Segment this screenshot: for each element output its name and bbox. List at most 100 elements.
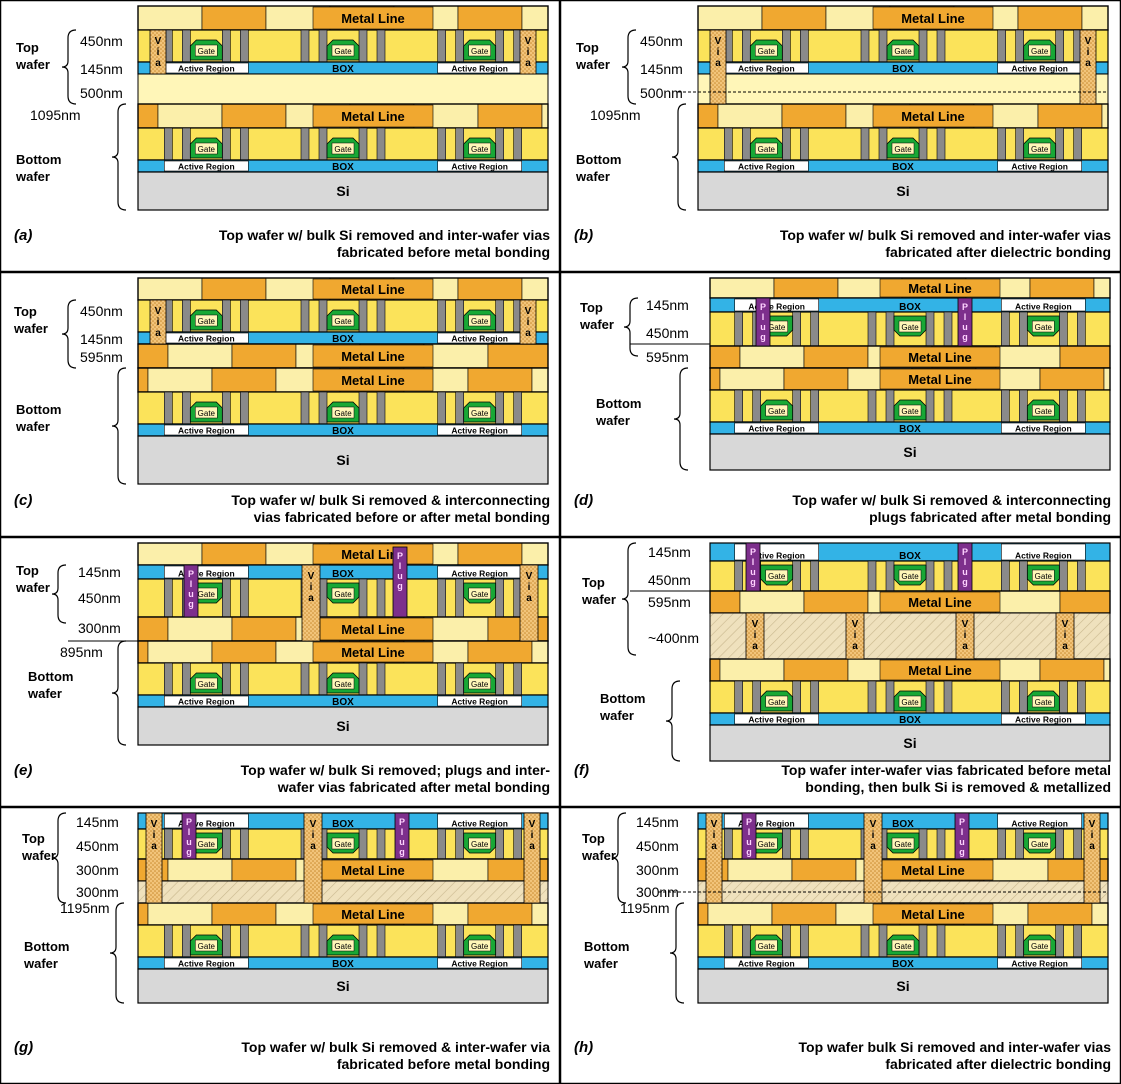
gate-label-bg bbox=[195, 314, 218, 327]
si-label: Si bbox=[903, 444, 916, 460]
contact-post bbox=[800, 924, 809, 958]
via-letter: a bbox=[962, 641, 968, 652]
caption-line1: Top wafer w/ bulk Si removed & interconn… bbox=[792, 492, 1111, 508]
contact-post bbox=[724, 924, 733, 958]
contact-post bbox=[376, 924, 386, 958]
metal-line-label: Metal Line bbox=[908, 595, 972, 610]
metal-segment bbox=[719, 658, 785, 682]
contact-post bbox=[358, 578, 368, 618]
gate-label: Gate bbox=[198, 840, 216, 849]
gate-label-bg bbox=[755, 44, 778, 57]
contact-post bbox=[810, 680, 819, 714]
contact-post bbox=[734, 560, 743, 592]
contact-post bbox=[724, 127, 733, 161]
via-fill bbox=[145, 812, 163, 904]
metal-segment bbox=[1081, 5, 1109, 31]
contact-post bbox=[878, 924, 888, 958]
via-column: Via bbox=[705, 812, 723, 904]
active-region-label: Active Region bbox=[1015, 424, 1072, 434]
gate-label: Gate bbox=[198, 145, 216, 154]
plug-fill bbox=[183, 564, 199, 618]
contact-post bbox=[1059, 311, 1068, 347]
metal-line-layer: Metal Line bbox=[709, 658, 1111, 682]
metal-segment bbox=[211, 902, 277, 926]
box-label: BOX bbox=[899, 551, 921, 562]
contact-post bbox=[495, 299, 504, 333]
brace bbox=[669, 902, 685, 1004]
metal-segment bbox=[423, 858, 489, 882]
caption-line2: fabricated after dielectric bonding bbox=[885, 1056, 1111, 1072]
via-column: Via bbox=[1079, 29, 1097, 105]
metal-line-box bbox=[879, 346, 1001, 368]
gate-label-bg bbox=[1032, 695, 1055, 708]
metal-segment bbox=[457, 5, 523, 31]
gate-label: Gate bbox=[334, 590, 352, 599]
dimension-label: ~400nm bbox=[648, 630, 699, 646]
via-letter: V bbox=[308, 571, 315, 582]
gate-label: Gate bbox=[758, 47, 776, 56]
gate-label: Gate bbox=[758, 145, 776, 154]
oxide-layer bbox=[697, 73, 1109, 105]
gate-label-bg bbox=[331, 939, 355, 952]
metal-segment bbox=[709, 658, 721, 682]
bottom-wafer-label-line2: wafer bbox=[15, 419, 50, 434]
dimension-label: 450nm bbox=[80, 303, 123, 319]
gate-label: Gate bbox=[768, 698, 786, 707]
metal-line-layer: Metal Line bbox=[709, 367, 1111, 391]
brace bbox=[611, 812, 627, 904]
metal-line-label: Metal Line bbox=[341, 863, 405, 878]
metal-line-layer: Metal Line bbox=[137, 343, 549, 369]
bottom-wafer-label-line1: Bottom bbox=[584, 939, 630, 954]
plug-letter: P bbox=[188, 569, 194, 579]
panel-letter: (a) bbox=[14, 227, 32, 244]
metal-line-label: Metal Line bbox=[901, 11, 965, 26]
contact-post bbox=[1055, 127, 1064, 161]
brace bbox=[111, 103, 127, 211]
metal-segment bbox=[707, 902, 773, 926]
metal-line-box bbox=[879, 278, 1001, 298]
caption-line2: bonding, then bulk Si is removed & metal… bbox=[805, 779, 1111, 795]
via-column: Via bbox=[519, 29, 537, 75]
metal-line-box bbox=[879, 659, 1001, 681]
via-fill bbox=[745, 612, 765, 660]
panel-frame bbox=[0, 0, 561, 273]
via-fill bbox=[1055, 612, 1075, 660]
gate-label-bg bbox=[468, 677, 491, 690]
contact-post bbox=[240, 662, 249, 696]
si-substrate bbox=[709, 724, 1111, 762]
metal-segment bbox=[221, 103, 287, 129]
contact-post bbox=[240, 828, 249, 860]
active-region-label: Active Region bbox=[748, 302, 805, 312]
dimension-label: 500nm bbox=[640, 85, 683, 101]
via-column: Via bbox=[845, 612, 865, 660]
contact-post bbox=[1019, 311, 1028, 347]
metal-segment bbox=[771, 902, 837, 926]
dimension-label: 450nm bbox=[78, 590, 121, 606]
plug-letter: g bbox=[962, 577, 968, 587]
via-letter: a bbox=[1085, 58, 1091, 69]
metal-segment bbox=[697, 103, 719, 129]
dimension-label: 300nm bbox=[78, 620, 121, 636]
active-region-label: Active Region bbox=[178, 959, 235, 969]
metal-line-layer: Metal Line bbox=[137, 542, 549, 566]
plug-fill bbox=[755, 297, 771, 347]
active-region-box bbox=[164, 160, 249, 172]
brace bbox=[671, 103, 687, 211]
metal-line-layer: Metal Line bbox=[137, 103, 549, 129]
gate-label: Gate bbox=[894, 840, 912, 849]
metal-segment bbox=[791, 858, 857, 882]
metal-segment bbox=[697, 902, 709, 926]
metal-segment bbox=[1059, 345, 1111, 369]
top-wafer-label-line2: wafer bbox=[13, 321, 48, 336]
metal-segment bbox=[201, 542, 267, 566]
plug-letter: P bbox=[186, 817, 192, 827]
box-label: BOX bbox=[892, 64, 914, 75]
plug-letter: g bbox=[760, 332, 766, 342]
